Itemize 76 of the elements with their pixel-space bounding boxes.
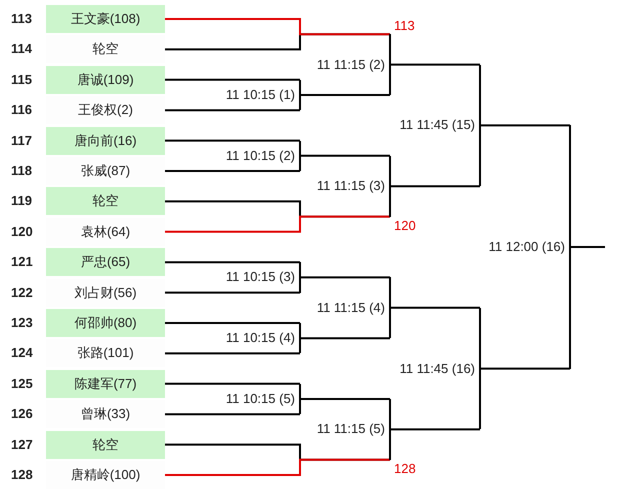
- seed-number: 113: [11, 11, 32, 27]
- bracket-line: [300, 337, 390, 340]
- seed-number: 120: [11, 224, 33, 240]
- bracket-line: [390, 185, 480, 188]
- bracket-line: [165, 261, 300, 264]
- match-bracket: [400, 308, 481, 430]
- match-bracket: [226, 323, 301, 354]
- bracket-line: [165, 216, 390, 233]
- match-label: 11 11:15 (5): [316, 421, 385, 438]
- match-bracket: [316, 277, 391, 338]
- player-box: 严忠(65): [46, 248, 165, 276]
- edge-label: 113: [393, 18, 416, 34]
- seed-number: 117: [11, 132, 32, 149]
- match-label: 11 10:15 (2): [226, 148, 295, 164]
- match-label: 11 10:15 (1): [226, 86, 295, 103]
- bracket-line: [165, 322, 300, 324]
- seed-number: 116: [11, 102, 32, 118]
- seed-number: 121: [11, 254, 33, 270]
- bracket-line: [165, 170, 300, 172]
- match-label: 11 11:15 (3): [316, 178, 385, 194]
- bracket-line: [165, 109, 300, 112]
- seed-number: 114: [11, 41, 32, 58]
- seed-number: 126: [11, 406, 33, 422]
- seed-number: 119: [11, 193, 32, 210]
- match-bracket: [316, 399, 391, 460]
- bracket-line: [165, 458, 390, 476]
- match-bracket: [226, 140, 301, 171]
- player-box: 轮空: [46, 430, 165, 459]
- edge-label: 120: [393, 218, 417, 233]
- bracket-line: [390, 306, 480, 309]
- seed-number: 127: [11, 436, 33, 453]
- match-bracket: [226, 262, 301, 293]
- match-bracket: [226, 80, 301, 110]
- match-bracket: [316, 34, 391, 95]
- player-box: 何邵帅(80): [46, 309, 165, 337]
- player-box: 唐向前(16): [46, 126, 165, 155]
- match-label: 11 11:15 (4): [316, 300, 385, 316]
- bracket-line: [390, 64, 480, 66]
- bracket-line: [300, 398, 390, 400]
- player-box: 陈建军(77): [46, 370, 165, 398]
- bracket-line: [165, 18, 390, 36]
- seed-number: 123: [11, 315, 33, 331]
- edge-label: 128: [393, 460, 417, 476]
- player-box: 王文豪(108): [46, 5, 165, 33]
- match-label: 11 10:15 (4): [226, 330, 295, 346]
- bracket-line: [165, 382, 300, 385]
- bracket-line: [480, 124, 570, 126]
- match-bracket: [316, 156, 391, 217]
- match-label: 11 11:45 (15): [400, 117, 475, 134]
- player-box: 唐诚(109): [46, 66, 165, 94]
- match-label: 11 11:15 (2): [316, 56, 385, 73]
- seed-number: 125: [11, 376, 33, 392]
- match-label: 11 11:45 (16): [400, 360, 475, 377]
- match-bracket: [226, 384, 301, 414]
- player-box: 轮空: [46, 187, 165, 216]
- bracket-line: [165, 413, 300, 416]
- match-bracket: [488, 125, 571, 369]
- bracket-line: [165, 352, 300, 354]
- bracket-line: [165, 140, 300, 142]
- bracket-line: [570, 246, 605, 248]
- bracket-line: [480, 368, 570, 370]
- match-bracket: [400, 64, 481, 186]
- seed-number: 115: [11, 72, 32, 88]
- match-label: 11 10:15 (5): [226, 390, 295, 407]
- bracket-line: [165, 292, 300, 294]
- bracket-line: [300, 276, 390, 278]
- bracket-line: [300, 94, 390, 96]
- seed-number: 122: [11, 284, 33, 301]
- match-label: 11 12:00 (16): [488, 238, 565, 255]
- match-label: 11 10:15 (3): [226, 269, 295, 286]
- seed-number: 118: [11, 163, 32, 179]
- bracket-line: [390, 428, 480, 430]
- seed-number: 128: [11, 467, 33, 483]
- bracket-line: [165, 78, 300, 81]
- seed-number: 124: [11, 345, 33, 362]
- bracket-line: [300, 154, 390, 157]
